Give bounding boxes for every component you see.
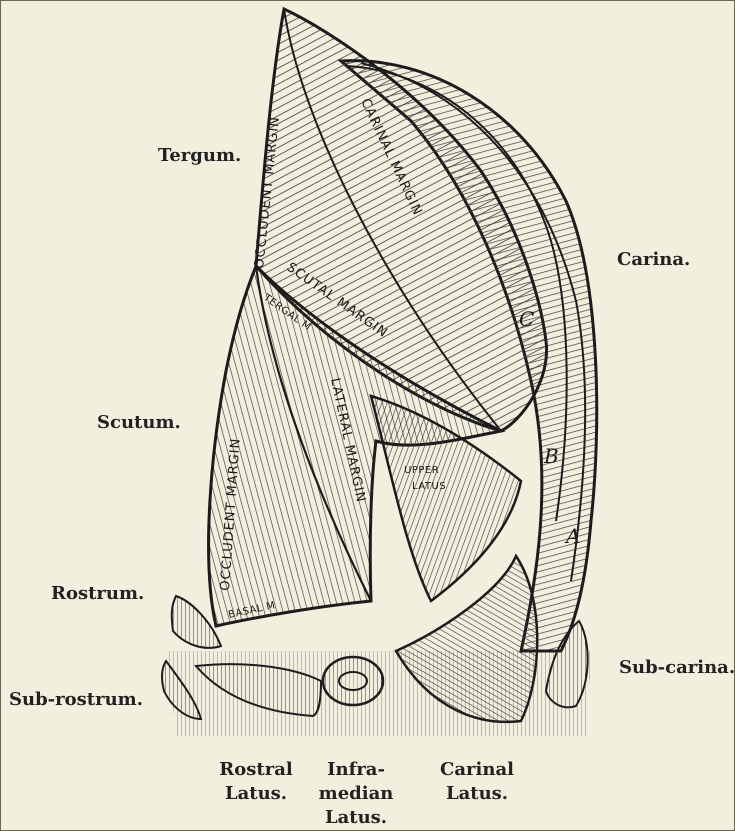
peduncle-fringe: [166, 651, 591, 736]
label-sub-rostrum: Sub-rostrum.: [9, 689, 143, 710]
letter-a: A: [564, 524, 580, 548]
upper-latus-inscription-2: LATUS: [412, 481, 446, 492]
label-inframedian-latus-2: median: [319, 783, 394, 804]
label-sub-carina: Sub-carina.: [619, 657, 734, 678]
label-rostral-latus-1: Rostral: [219, 759, 293, 780]
letter-b: B: [543, 444, 559, 468]
label-tergum: Tergum.: [158, 145, 241, 166]
upper-latus-inscription-1: UPPER: [404, 465, 439, 476]
label-inframedian-latus-1: Infra-: [327, 759, 385, 780]
letter-c: C: [519, 307, 534, 331]
label-inframedian-latus-3: Latus.: [325, 807, 387, 828]
label-carinal-latus-1: Carinal: [440, 759, 514, 780]
label-carinal-latus-2: Latus.: [446, 783, 508, 804]
label-scutum: Scutum.: [97, 412, 181, 433]
label-rostral-latus-2: Latus.: [225, 783, 287, 804]
label-carina: Carina.: [617, 249, 690, 270]
label-rostrum: Rostrum.: [51, 583, 144, 604]
